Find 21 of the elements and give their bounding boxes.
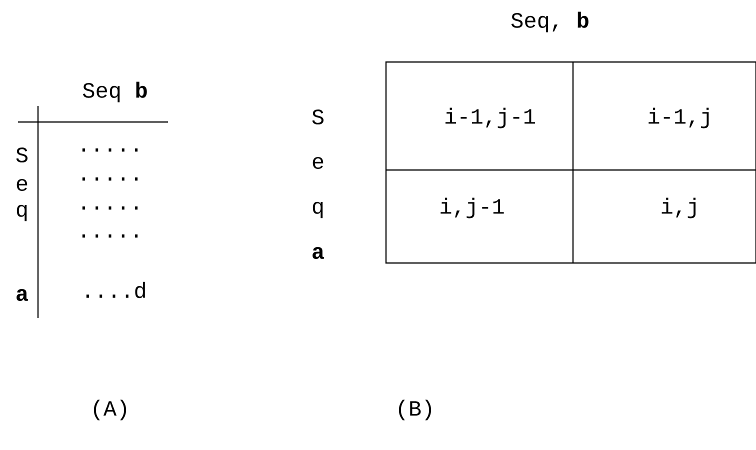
sequence-letter: q (16, 204, 27, 222)
sequence-letter: S (16, 148, 28, 162)
panel-label: (A) (94, 400, 126, 420)
dot-row: ..... (82, 234, 138, 238)
sequence-letter: a (16, 288, 28, 301)
cell-label: i,j-1 (440, 198, 504, 218)
dot-row: ..... (82, 148, 138, 152)
cell-label: i-1,j (648, 108, 709, 128)
heading: Seq, b (511, 12, 588, 32)
sequence-letter: S (312, 110, 324, 124)
panel-label: (B) (398, 400, 432, 420)
dot-row: ..... (82, 177, 138, 181)
sequence-letter: e (312, 156, 324, 169)
dot-row: ....d (86, 282, 145, 298)
cell-label: i,j (662, 198, 696, 218)
sequence-letter: q (312, 202, 323, 218)
cell-label: i-1,j-1 (446, 108, 535, 128)
sequence-letter: e (16, 178, 28, 191)
dot-row: ..... (82, 206, 138, 210)
heading: Seq b (82, 82, 147, 102)
sequence-letter: a (312, 246, 324, 259)
